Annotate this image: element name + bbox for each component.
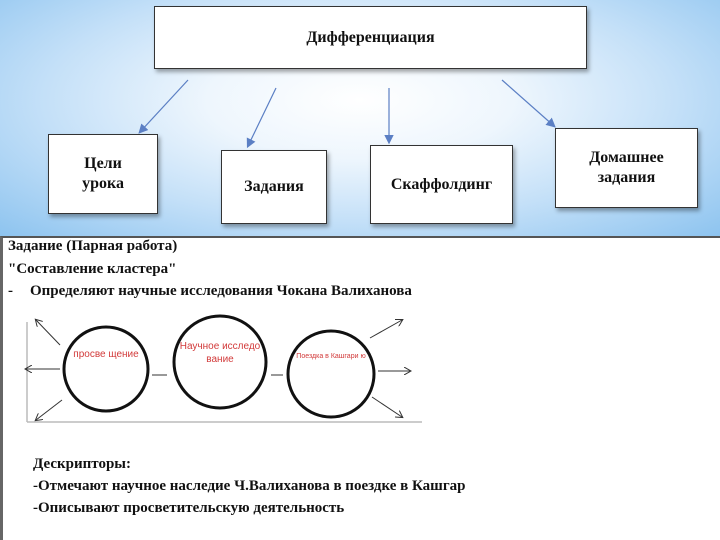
cluster-node-enlightenment [62,325,150,413]
arrow-up-right [369,320,402,339]
arrow-up-left [36,320,61,346]
descriptor-item: -Описывают просветительскую деятельность [33,500,345,516]
branch-box-goals: Цели урока [48,134,158,214]
descriptors-title: Дескрипторы: [33,456,131,472]
arrow-to-tasks [246,87,277,149]
branch-label-homework: Домашнее задания [589,149,664,186]
arrow-down-left [36,399,63,420]
main-concept-label: Дифференциация [306,28,435,46]
main-concept-box: Дифференциация [154,6,587,69]
branch-box-scaffolding: Скаффолдинг [370,145,513,224]
bullet-text: Определяют научные исследования Чокана В… [30,283,412,299]
task-title: Задание (Парная работа) [8,238,178,254]
cluster-node-kashgar-label: Поездка в Кашгари ю [296,353,366,360]
branch-label-scaffolding: Скаффолдинг [390,175,493,193]
branch-box-homework: Домашнее задания [555,128,698,208]
cluster-node-research-label: Научное исследо вание [179,341,261,365]
arrow-down-right [371,396,402,417]
cluster-diagram [0,314,422,423]
task-subtitle: "Составление кластера" [8,261,177,277]
branch-box-tasks: Задания [221,150,327,224]
cluster-node-enlightenment-label: просве щение [73,349,139,360]
branch-arrows [138,79,556,149]
cluster-node-kashgar [286,329,376,419]
descriptor-item: -Отмечают научное наследие Ч.Валиханова … [33,478,466,494]
cluster-node-research [172,314,268,410]
arrow-to-homework [501,79,556,128]
bullet-dash: - [8,283,13,299]
task-bullet: - Определяют научные исследования Чокана … [8,283,412,300]
arrow-to-goals [138,79,189,134]
branch-label-goals: Цели урока [82,155,124,192]
branch-label-tasks: Задания [244,178,304,195]
